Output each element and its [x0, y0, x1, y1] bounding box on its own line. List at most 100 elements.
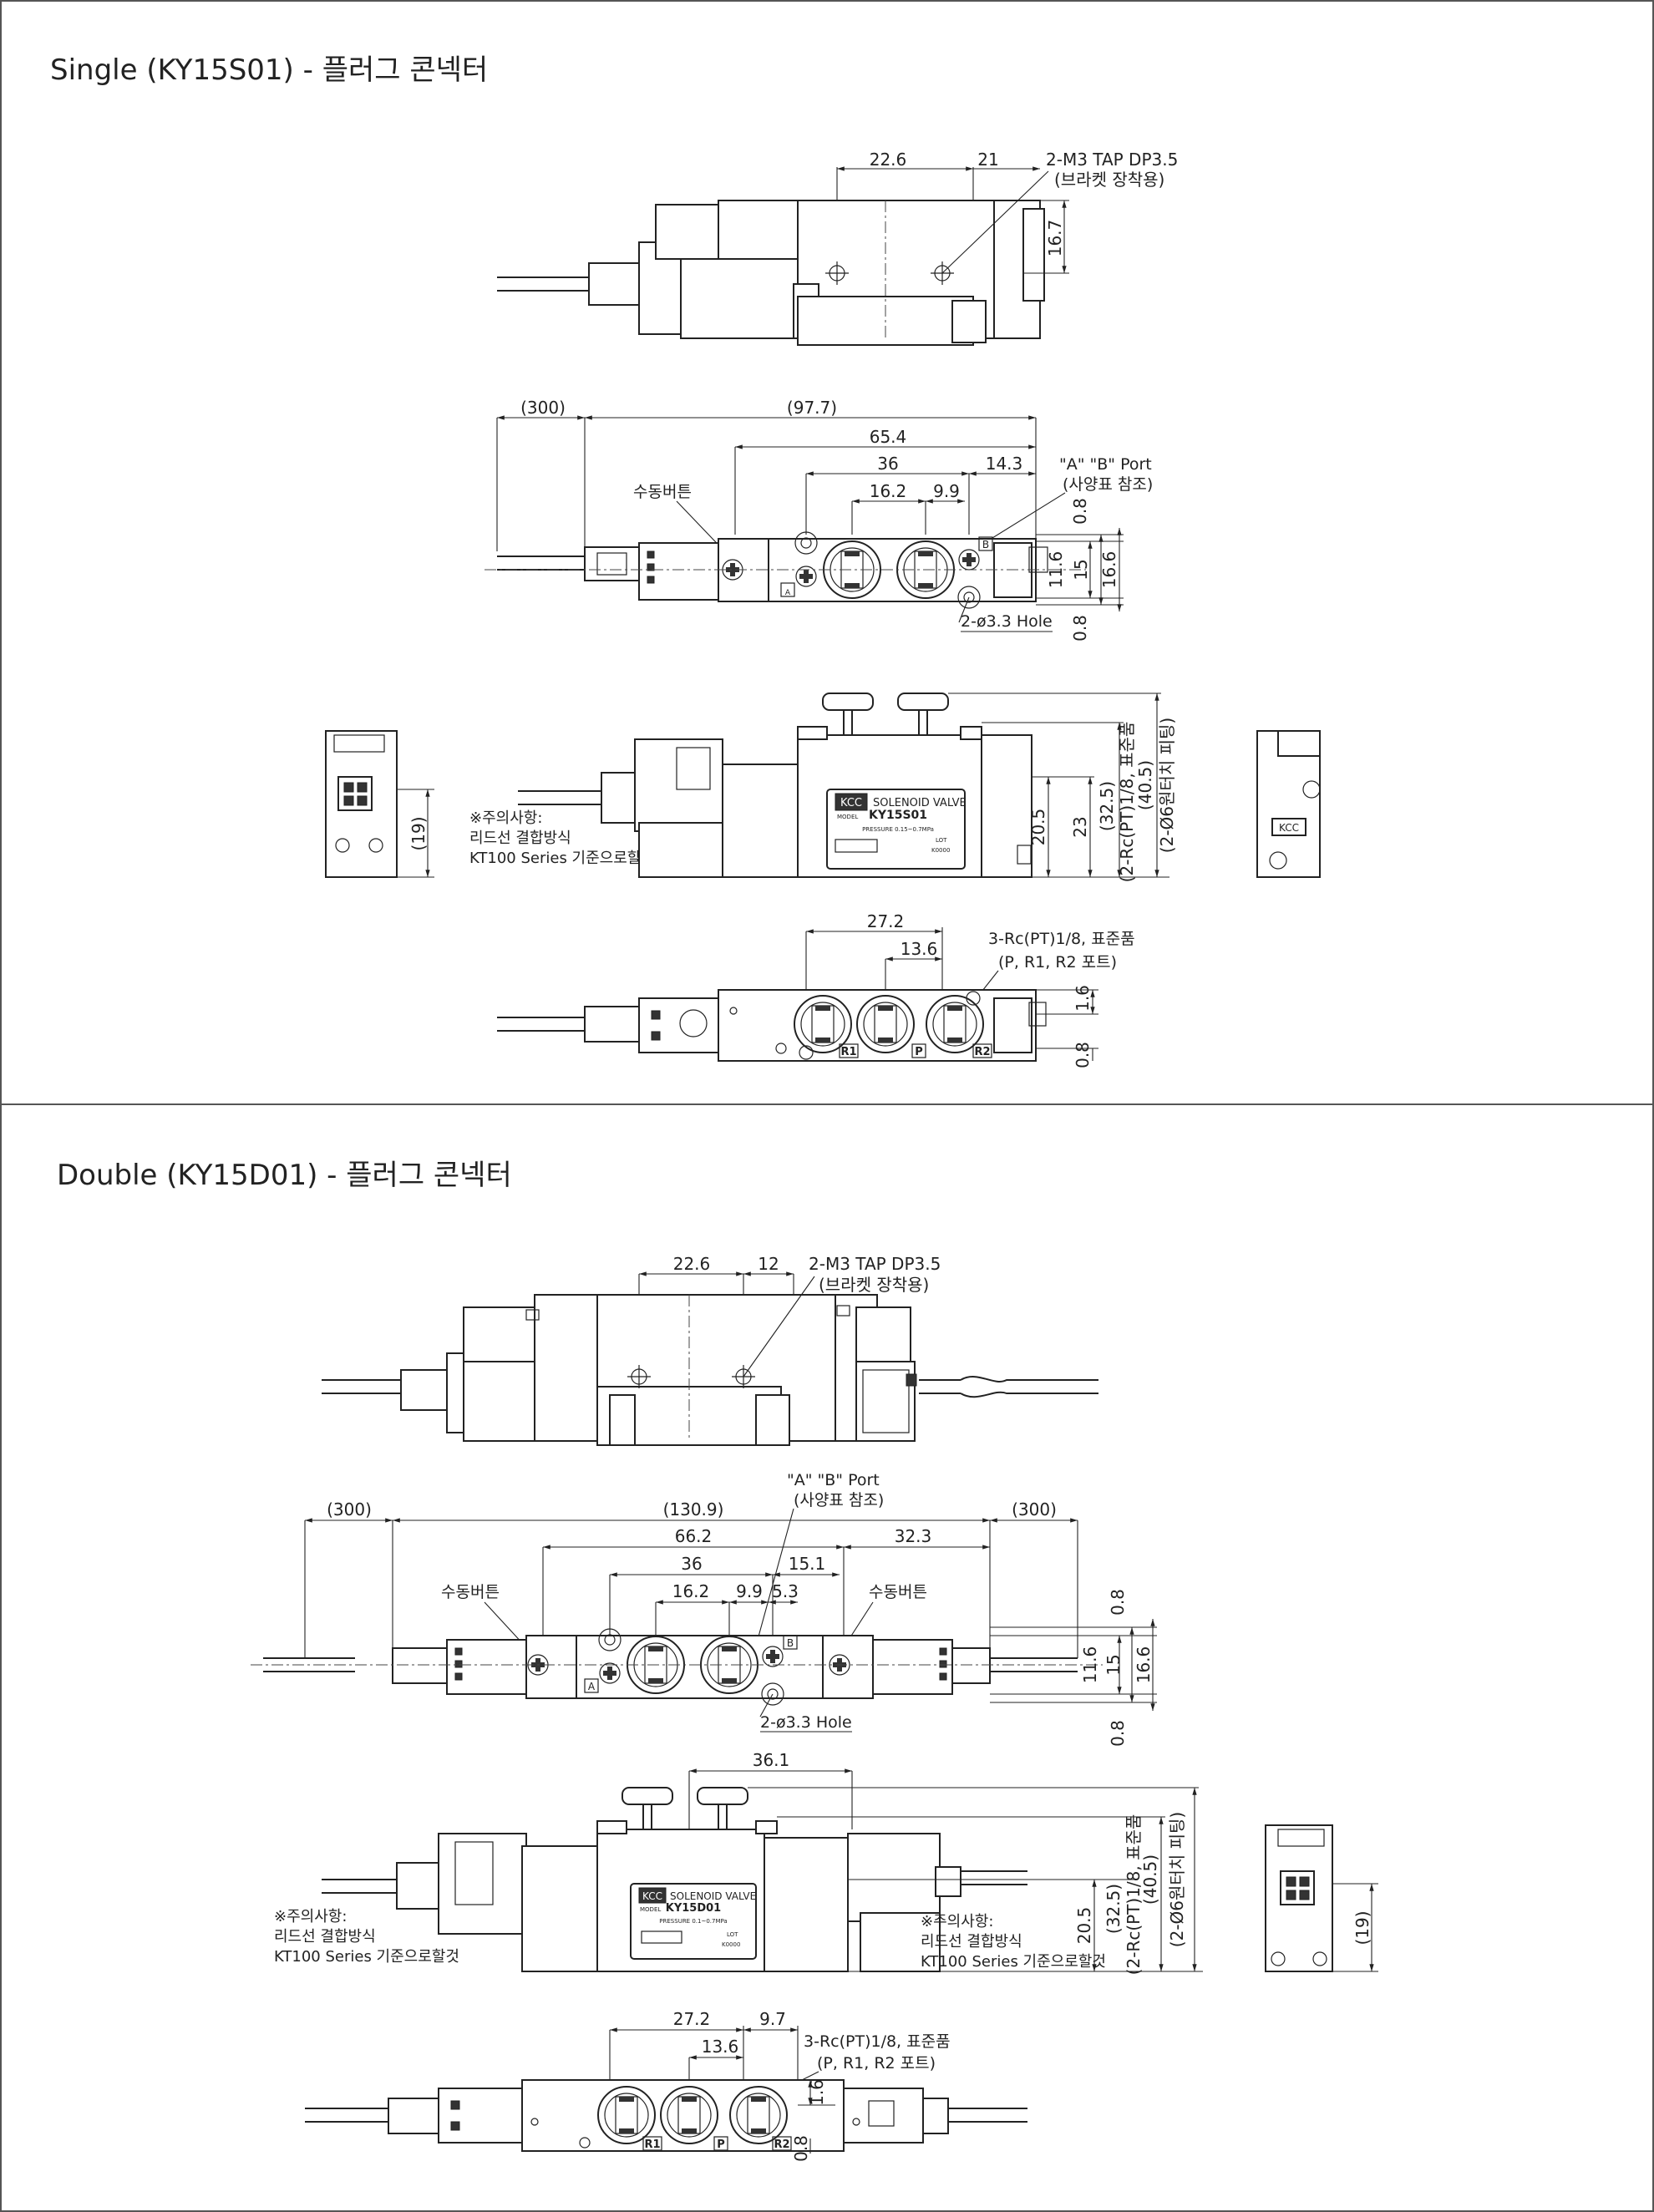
single-plan-lead-length: (300) — [520, 398, 566, 418]
double-plan-dim-9-9: 9.9 — [736, 1581, 763, 1601]
single-front-view: (19) ※주의사항: 리드선 결합방식 KT100 Series 기준으로할것… — [325, 693, 1321, 883]
single-bottom-rc-note: (P, R1, R2 포트) — [998, 953, 1117, 972]
single-plate-brand: KCC — [840, 797, 862, 809]
double-top-dim-22-6: 22.6 — [673, 1254, 711, 1274]
single-side-brand: KCC — [1279, 822, 1299, 834]
single-plan-dim-65-4: 65.4 — [870, 427, 907, 447]
single-front-dim-20-5: 20.5 — [1028, 809, 1048, 846]
double-front-rc-note: (2-Rc(PT)1/8, 표준품 — [1124, 1814, 1144, 1976]
single-bottom-dim-1-6: 1.6 — [1073, 985, 1093, 1012]
single-plan-dim-0-8-bottom: 0.8 — [1070, 615, 1090, 642]
double-plan-dim-16-2: 16.2 — [672, 1581, 710, 1601]
double-bottom-view: 27.2 9.7 13.6 3-Rc(PT)1/8, 표준품 (P, R1, R… — [304, 2009, 1027, 2162]
single-front-dim-40-5: (40.5) — [1135, 760, 1155, 810]
single-bottom-dim-0-8: 0.8 — [1073, 1042, 1093, 1068]
single-plan-dim-9-9: 9.9 — [933, 481, 960, 501]
double-front-fitting-note: (2-Ø6원터치 피팅) — [1167, 1812, 1187, 1947]
single-bottom-rc-label: 3-Rc(PT)1/8, 표준품 — [988, 930, 1135, 948]
single-front-dim-19: (19) — [408, 816, 429, 850]
single-bottom-dim-13-6: 13.6 — [901, 939, 938, 959]
double-plan-dim-15-1: 15.1 — [789, 1554, 826, 1574]
single-top-dim-16-7: 16.7 — [1045, 220, 1065, 257]
double-top-dim-12: 12 — [758, 1254, 779, 1274]
double-front-note-left-2: 리드선 결합방식 — [274, 1928, 376, 1946]
double-plan-manual-right-label: 수동버튼 — [869, 1583, 927, 1601]
double-plan-lead-left: (300) — [327, 1499, 372, 1519]
double-plan-port-b-mark: B — [787, 1637, 794, 1649]
double-plan-port-label: "A" "B" Port — [787, 1471, 880, 1489]
single-plan-port-a-mark: A — [785, 589, 791, 597]
double-plan-dim-0-8-top: 0.8 — [1108, 1589, 1128, 1616]
double-bottom-port-p: P — [717, 2138, 725, 2151]
single-top-tap-label: 2-M3 TAP DP3.5 — [1046, 150, 1178, 170]
double-front-note-right-3: KT100 Series 기준으로할것 — [921, 1953, 1106, 1971]
single-plan-dim-36: 36 — [877, 454, 898, 474]
double-plate-model: KY15D01 — [666, 1902, 721, 1915]
double-bottom-dim-13-6: 13.6 — [702, 2037, 739, 2057]
single-plan-port-label: "A" "B" Port — [1059, 455, 1152, 474]
double-plan-dim-66-2: 66.2 — [675, 1526, 713, 1546]
double-plate-brand: KCC — [642, 1890, 662, 1902]
double-plan-overall: (130.9) — [663, 1499, 724, 1519]
single-bottom-dim-27-2: 27.2 — [867, 911, 905, 931]
double-front-dim-40-5: (40.5) — [1140, 1854, 1160, 1905]
double-front-view: 36.1 KCC SOLENOID VALVE MODEL KY15D01 PR… — [274, 1750, 1378, 1975]
double-plate-lot-label: LOT — [727, 1931, 738, 1938]
single-plan-dim-0-8-top: 0.8 — [1070, 498, 1090, 525]
double-front-dim-36-1: 36.1 — [753, 1750, 790, 1770]
double-plan-dim-16-6: 16.6 — [1134, 1646, 1154, 1684]
single-plate-lot: K0000 — [931, 847, 950, 854]
double-top-tap-note: (브라켓 장착용) — [819, 1275, 929, 1295]
double-plan-dim-0-8-bottom: 0.8 — [1108, 1720, 1128, 1747]
double-plan-dim-5-3: 5.3 — [772, 1581, 799, 1601]
double-plan-manual-left-label: 수동버튼 — [441, 1583, 500, 1601]
single-plan-manual-button-label: 수동버튼 — [633, 483, 692, 501]
double-bottom-dim-0-8: 0.8 — [791, 2135, 811, 2162]
double-front-dim-32-5: (32.5) — [1104, 1884, 1124, 1934]
single-plan-hole-label: 2-ø3.3 Hole — [961, 612, 1053, 631]
single-plan-overall: (97.7) — [787, 398, 837, 418]
single-front-fitting-note: (2-Ø6원터치 피팅) — [1157, 718, 1177, 853]
double-plan-dim-36: 36 — [681, 1554, 702, 1574]
double-plan-port-note: (사양표 참조) — [794, 1491, 884, 1509]
double-plate-pressure: PRESSURE 0.1~0.7MPa — [659, 1918, 727, 1925]
single-bottom-port-r1: R1 — [840, 1046, 856, 1058]
single-plan-port-b-mark: B — [982, 539, 989, 550]
double-plan-hole-label: 2-ø3.3 Hole — [760, 1713, 852, 1732]
double-bottom-port-r2: R2 — [774, 2138, 789, 2151]
single-plate-model: KY15S01 — [869, 809, 927, 822]
double-front-note-right-2: 리드선 결합방식 — [921, 1933, 1022, 1951]
double-plan-dim-32-3: 32.3 — [895, 1526, 932, 1546]
single-front-rc-note: (2-Rc(PT)1/8, 표준품 — [1117, 722, 1137, 883]
single-front-note-1: ※주의사항: — [469, 809, 542, 827]
double-front-note-right-1: ※주의사항: — [921, 1913, 993, 1930]
single-bottom-port-r2: R2 — [974, 1046, 990, 1058]
single-front-dim-32-5: (32.5) — [1097, 781, 1117, 831]
single-front-dim-23: 23 — [1070, 816, 1090, 837]
double-plate-lot: K0000 — [722, 1941, 740, 1948]
double-bottom-dim-27-2: 27.2 — [673, 2009, 711, 2029]
double-plan-dim-15: 15 — [1104, 1654, 1124, 1675]
single-plate-model-label: MODEL — [837, 814, 858, 820]
single-section: Single (KY15S01) - 플러그 콘넥터 22.6 21 — [50, 53, 1321, 1068]
single-plate-title: SOLENOID VALVE — [873, 797, 967, 809]
double-front-dim-19: (19) — [1352, 1910, 1372, 1945]
double-front-note-left-3: KT100 Series 기준으로할것 — [274, 1948, 459, 1966]
double-plan-port-a-mark: A — [588, 1681, 596, 1692]
single-plan-dim-15: 15 — [1071, 559, 1091, 580]
double-top-view: 22.6 12 2-M3 TAP DP3.5 (브라켓 장착용) — [321, 1254, 1098, 1446]
single-top-tap-note: (브라켓 장착용) — [1054, 170, 1164, 190]
single-bottom-view: 27.2 13.6 3-Rc(PT)1/8, 표준품 (P, R1, R2 포트… — [496, 911, 1135, 1068]
single-front-note-3: KT100 Series 기준으로할것 — [469, 850, 655, 867]
double-section: Double (KY15D01) - 플러그 콘넥터 — [57, 1159, 1378, 2162]
double-bottom-port-r1: R1 — [644, 2138, 660, 2151]
single-front-note-2: 리드선 결합방식 — [469, 830, 571, 847]
double-front-note-left-1: ※주의사항: — [274, 1908, 347, 1925]
double-bottom-rc-label: 3-Rc(PT)1/8, 표준품 — [804, 2032, 951, 2051]
single-top-dim-21: 21 — [977, 150, 998, 170]
double-bottom-dim-9-7: 9.7 — [759, 2009, 786, 2029]
double-bottom-dim-1-6: 1.6 — [807, 2079, 827, 2106]
